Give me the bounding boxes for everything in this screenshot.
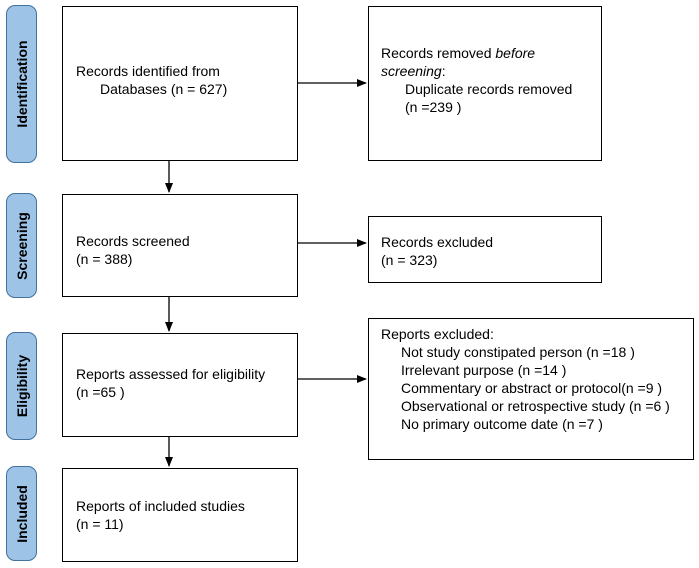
phase-included: Included [6,466,37,561]
reports-assessed-line2: (n =65 ) [76,384,125,400]
records-removed-line3: Duplicate records removed [405,81,573,97]
reports-assessed-line1: Reports assessed for eligibility [76,366,266,382]
reports-included-line2: (n = 11) [76,516,124,532]
records-excluded-line2: (n = 323) [381,252,438,268]
reports-excluded-title: Reports excluded: [381,326,494,342]
records-screened-box: Records screened (n = 388) [62,194,298,297]
phase-identification: Identification [6,5,37,163]
reports-excluded-reason-2: Irrelevant purpose (n =14 ) [401,362,567,378]
records-identified-line1: Records identified from [76,63,220,79]
records-removed-line2: screening: [381,63,446,79]
reports-excluded-reason-3: Commentary or abstract or protocol(n =9 … [401,380,663,396]
records-removed-line4: (n =239 ) [405,99,462,115]
reports-included-line1: Reports of included studies [76,498,245,514]
records-screened-line2: (n = 388) [76,251,133,267]
phase-eligibility: Eligibility [6,332,37,440]
reports-assessed-box: Reports assessed for eligibility (n =65 … [62,333,298,437]
reports-excluded-reason-1: Not study constipated person (n =18 ) [401,344,635,360]
records-removed-line1: Records removed before [381,45,536,61]
records-screened-line1: Records screened [76,233,190,249]
records-removed-box: Records removed before screening: Duplic… [368,6,602,161]
reports-excluded-box: Reports excluded: Not study constipated … [368,318,694,460]
reports-excluded-reason-5: No primary outcome date (n =7 ) [401,416,603,432]
records-identified-box: Records identified from Databases (n = 6… [62,6,298,161]
records-excluded-box: Records excluded (n = 323) [368,216,602,283]
records-identified-line2: Databases (n = 627) [100,81,228,97]
reports-included-box: Reports of included studies (n = 11) [62,468,298,562]
records-excluded-line1: Records excluded [381,234,494,250]
phase-screening: Screening [6,193,37,298]
reports-excluded-reason-4: Observational or retrospective study (n … [401,398,670,414]
